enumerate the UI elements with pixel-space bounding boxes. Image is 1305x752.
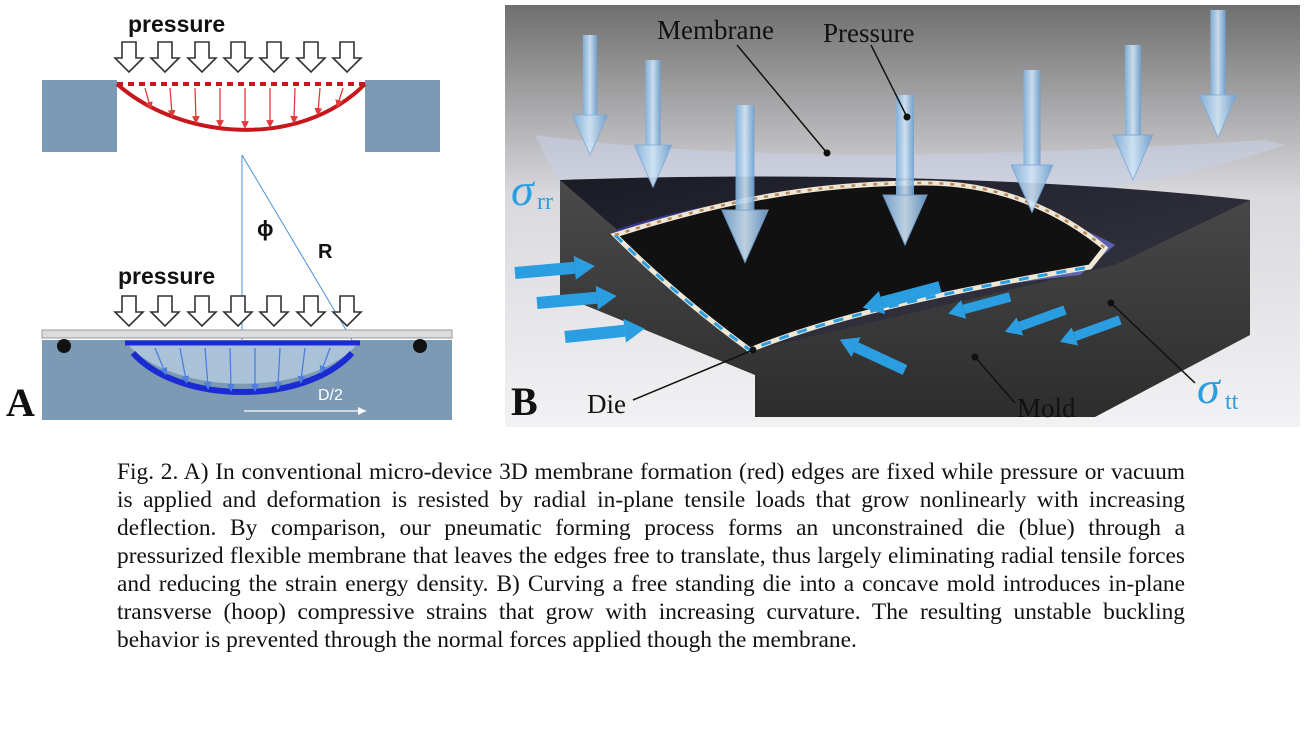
sigma-tt-subscript: tt (1225, 389, 1239, 415)
pressure-label-bottom: pressure (118, 263, 215, 289)
pressure-label: Pressure (823, 18, 914, 48)
die-curved-formed (130, 350, 355, 395)
sigma-tt-symbol: σ (1197, 362, 1222, 413)
die-callout (632, 349, 754, 401)
die-dashed-edge (613, 233, 1091, 352)
figure-caption: Fig. 2. A) In conventional micro-device … (117, 459, 1185, 653)
right-roller (413, 339, 427, 353)
right-clamp-block (365, 80, 440, 152)
conventional-deflected-membrane (115, 82, 367, 132)
radius-label: R (318, 241, 333, 263)
pressure-arrows-bottom (114, 295, 362, 327)
left-clamp-block (42, 80, 117, 152)
radial-load-arrows (144, 87, 344, 129)
sigma-rr-subscript: rr (537, 189, 553, 215)
pressure-label-top: pressure (128, 11, 225, 37)
left-roller (57, 339, 71, 353)
die-label: Die (587, 389, 626, 419)
figure-panel-a: pressure ϕ R pressure (6, 11, 453, 425)
sigma-tt-callout (1110, 302, 1196, 384)
membrane-label: Membrane (657, 15, 774, 45)
flexible-membrane (41, 329, 453, 339)
mold-label: Mold (1017, 393, 1076, 423)
die-top-edge-dashed (614, 181, 1106, 249)
sigma-rr-symbol: σ (511, 164, 536, 215)
normal-force-arrows (154, 347, 331, 392)
panel-a-letter: A (6, 380, 35, 425)
figure-panel-b: Membrane Pressure σ rr σ tt Die Mold B (505, 5, 1300, 427)
phi-label: ϕ (257, 216, 274, 241)
membrane-callout (736, 44, 828, 154)
half-diameter-label: D/2 (318, 387, 343, 404)
mold-callout (974, 356, 1016, 404)
pressure-arrows-top (114, 41, 362, 73)
pressure-callout (870, 44, 908, 118)
radius-line (241, 154, 353, 341)
panel-b-letter: B (511, 379, 538, 424)
